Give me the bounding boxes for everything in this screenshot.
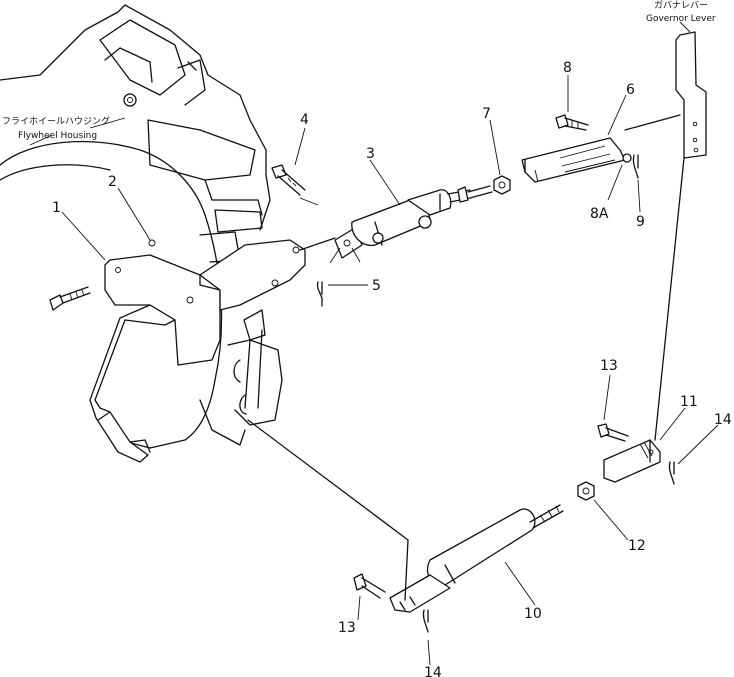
leader-lines bbox=[29, 21, 719, 666]
cotter-pin-5 bbox=[316, 281, 323, 307]
callout-7: 7 bbox=[482, 106, 491, 122]
bracket-1 bbox=[89, 239, 306, 463]
callout-8a: 8A bbox=[590, 206, 609, 222]
bolt-13-right bbox=[597, 423, 629, 442]
cotter-pin-9 bbox=[632, 154, 639, 179]
washer-8a bbox=[622, 153, 632, 163]
callout-13-bottom: 13 bbox=[338, 620, 356, 636]
callout-4: 4 bbox=[300, 112, 309, 128]
bolt-8 bbox=[555, 114, 589, 131]
bracket-bolt bbox=[49, 286, 91, 311]
flywheel-housing bbox=[0, 4, 283, 449]
cotter-pin-14-bottom bbox=[422, 609, 429, 633]
cylinder-10 bbox=[247, 419, 564, 613]
flywheel-housing-label-jp: フライホイールハウジング bbox=[2, 115, 110, 127]
callout-11: 11 bbox=[680, 394, 698, 410]
callout-12: 12 bbox=[628, 538, 646, 554]
governor-lever-label-en: Governor Lever bbox=[646, 14, 716, 24]
bolt-4 bbox=[271, 164, 319, 206]
governor-lever-label-jp: ガバナレバー bbox=[654, 0, 708, 11]
callout-13-right: 13 bbox=[600, 358, 618, 374]
callout-5: 5 bbox=[372, 278, 381, 294]
governor-lever bbox=[654, 31, 707, 441]
lever-block-6 bbox=[521, 114, 681, 183]
callout-9: 9 bbox=[636, 214, 645, 230]
nut-12 bbox=[577, 481, 595, 501]
flywheel-housing-label-en: Flywheel Housing bbox=[18, 131, 97, 141]
callout-14-bottom: 14 bbox=[424, 665, 442, 677]
cylinder-3 bbox=[299, 185, 493, 264]
callout-14-right: 14 bbox=[714, 412, 732, 428]
bolt-13-bottom bbox=[353, 573, 386, 599]
callout-10: 10 bbox=[524, 606, 542, 622]
cotter-pin-14-right bbox=[668, 461, 675, 485]
rod-end-11 bbox=[603, 439, 661, 483]
callout-3: 3 bbox=[366, 146, 375, 162]
nut-7 bbox=[493, 175, 511, 195]
callout-2: 2 bbox=[108, 174, 117, 190]
linkage-arm bbox=[243, 309, 266, 409]
callout-6: 6 bbox=[626, 82, 635, 98]
callout-8: 8 bbox=[563, 60, 572, 76]
callout-1: 1 bbox=[52, 200, 61, 216]
